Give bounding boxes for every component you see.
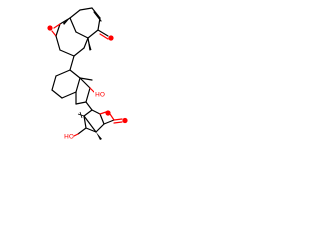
wedge-bond	[96, 132, 102, 140]
wedge-bond	[63, 18, 70, 25]
bond	[79, 7, 93, 11]
bond	[85, 127, 97, 133]
label-background	[63, 132, 74, 140]
side-chain	[77, 101, 128, 140]
hydroxyl-upper: HO	[89, 87, 105, 99]
epoxide	[47, 17, 71, 37]
lactone-oxygen-atom	[122, 117, 128, 124]
label-background	[94, 90, 105, 98]
hydroxyl-lower: HO	[63, 132, 79, 141]
bond	[51, 89, 63, 99]
carbonyl-bond	[97, 29, 109, 37]
molecule-structure-diagram: HO HO	[47, 7, 128, 141]
bond	[83, 115, 87, 129]
bond	[87, 29, 99, 39]
ring-a	[69, 7, 114, 41]
bond	[55, 35, 61, 51]
bond	[69, 55, 75, 71]
lactone-carbonyl-bond	[113, 118, 123, 121]
lactone-carbonyl-double-line	[113, 121, 123, 124]
hydroxyl-label-lower: HO	[64, 133, 74, 141]
bond	[103, 119, 115, 125]
bond	[75, 101, 87, 105]
bond	[75, 77, 81, 93]
epoxide-bond	[53, 23, 61, 29]
carbonyl-double-line	[99, 33, 109, 40]
methyl-bond	[79, 77, 93, 81]
ring-b	[55, 35, 92, 57]
bond	[97, 17, 101, 31]
bond	[85, 87, 91, 103]
bond	[79, 77, 91, 89]
bond	[83, 109, 93, 117]
hydroxyl-label-upper: HO	[95, 91, 105, 99]
methyl-bond	[77, 127, 87, 135]
bond	[91, 7, 101, 19]
bond	[51, 75, 57, 91]
bond	[55, 69, 71, 77]
bond	[85, 101, 93, 111]
epoxide-bond	[51, 30, 57, 37]
bond	[69, 69, 81, 79]
ester-bond	[99, 111, 107, 115]
bond	[69, 17, 77, 33]
wedge-bond	[88, 38, 92, 50]
hydroxyl-bond	[73, 133, 79, 137]
bond	[75, 31, 89, 39]
bond	[59, 49, 75, 57]
ester-bond	[109, 113, 115, 121]
bond	[69, 9, 81, 19]
ketone-oxygen-atom	[108, 35, 114, 41]
bond	[55, 23, 61, 37]
ring-c	[51, 55, 93, 99]
bridge-bond	[83, 115, 97, 133]
bond	[59, 17, 71, 25]
ring-oxygen-atom	[105, 110, 111, 116]
bond	[61, 91, 77, 99]
bond	[91, 109, 101, 115]
bond	[99, 113, 105, 125]
epoxide-oxygen-atom	[47, 25, 53, 31]
bond	[83, 37, 89, 49]
hashed-bond	[79, 111, 83, 119]
bond	[95, 123, 105, 133]
ring-d	[75, 77, 91, 105]
bond	[73, 47, 85, 57]
